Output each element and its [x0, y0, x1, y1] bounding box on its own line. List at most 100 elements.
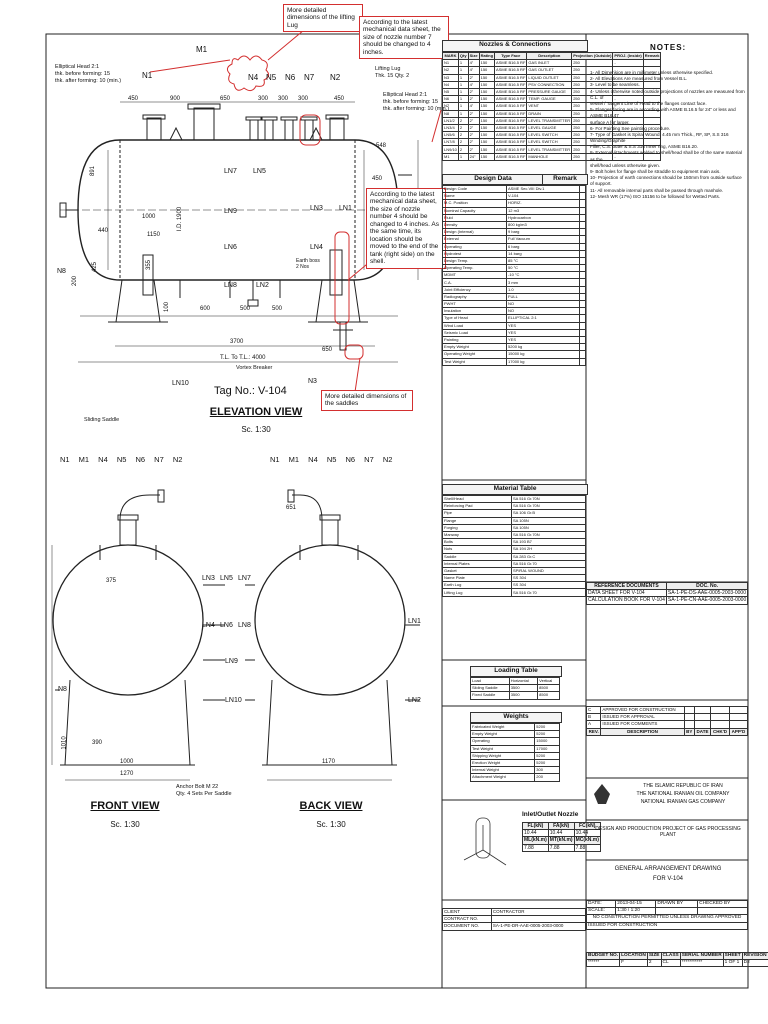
table-cell: LN5/6: [442, 131, 459, 140]
table-cell: Internal Weight: [469, 766, 536, 775]
table-cell: N8: [442, 109, 459, 118]
table-cell: Saddle: [442, 552, 512, 561]
table-cell: [642, 152, 662, 161]
front-view-scale: Sc. 1:30: [110, 820, 140, 829]
nozzle-load-sketch: [463, 817, 507, 866]
table-cell: LEVEL SWITCH: [526, 138, 573, 147]
date-label: DATE:: [585, 899, 617, 909]
table-header-cell: Remark: [642, 51, 662, 61]
table-cell: 150: [478, 116, 496, 125]
dim-500-b: 500: [272, 306, 283, 312]
table-cell: 300: [534, 766, 560, 775]
table-cell: 150: [478, 138, 496, 147]
front-label-N8: N8: [58, 686, 67, 693]
table-cell: F: [619, 959, 648, 968]
front-label-LN5: LN5: [220, 575, 233, 582]
table-cell: Hydrocarbon: [506, 213, 581, 222]
table-cell: 2: [457, 138, 469, 147]
table-cell: 2": [467, 87, 480, 97]
table-cell: 5200 kg: [506, 343, 581, 352]
table-cell: LN1/2: [442, 116, 459, 125]
nozzle-table-title: Nozzles & Connections: [442, 40, 588, 52]
table-cell: 2": [467, 95, 480, 104]
checked-by-label: CHECKED BY: [697, 899, 748, 909]
table-cell: SA 516 Gr.70N: [510, 502, 587, 511]
table-cell: 2": [467, 73, 480, 82]
nozzle-label-LN6: LN6: [224, 244, 237, 251]
table-cell: Lifting Lug: [442, 588, 512, 597]
company-line-1: THE ISLAMIC REPUBLIC OF IRAN: [643, 783, 723, 789]
table-cell: SA 194 2H: [510, 545, 587, 554]
annotation-nozzle-7: According to the latest mechanical data …: [359, 16, 449, 60]
contractor-label: CONTRACTOR: [490, 907, 587, 917]
dim-1010: 1010: [61, 736, 68, 750]
table-cell: ASME B16.5 RF: [494, 152, 528, 161]
table-cell: 1: [457, 80, 469, 89]
note-line: 5- Flanges facing are in according with …: [590, 107, 736, 119]
company-line-3: NATIONAL IRANIAN GAS COMPANY: [640, 799, 726, 805]
notes-title: NOTES:: [650, 43, 687, 52]
table-cell: 4": [467, 59, 480, 68]
table-cell: ASME B16.5 RF: [494, 131, 528, 140]
table-cell: C: [585, 705, 602, 715]
table-cell: 14 barg: [506, 249, 581, 258]
table-cell: ASME Sec.VIII Div.1: [506, 184, 581, 194]
table-cell: ASME B16.5 RF: [494, 59, 528, 68]
table-cell: 2: [457, 116, 469, 125]
inlet-outlet-title: Inlet/Outlet Nozzle: [522, 811, 579, 818]
table-cell: 150: [478, 109, 496, 118]
table-cell: [579, 328, 586, 337]
table-header-cell: DESCRIPTION: [600, 727, 685, 736]
elevation-view-title: ELEVATION VIEW: [209, 406, 303, 418]
dim-390: 390: [92, 740, 103, 746]
table-cell: Shell/Head: [442, 494, 512, 504]
design-data-title: Design Data: [442, 174, 544, 185]
table-cell: Vertical: [537, 676, 560, 686]
table-cell: LEVEL TRANSMITTER: [526, 145, 573, 154]
table-cell: 10.44: [522, 829, 549, 838]
table-cell: 6 barg: [506, 242, 581, 251]
table-cell: [579, 335, 586, 345]
front-label-LN4: LN4: [202, 622, 215, 629]
nozzle-label-LN9: LN9: [224, 208, 237, 215]
table-header-cell: DOC. No.: [665, 581, 749, 591]
head-left-note: Elliptical Head 2:1 thk. before forming:…: [55, 64, 122, 84]
table-cell: Name: [441, 192, 508, 201]
table-cell: 50 °C: [506, 264, 581, 273]
table-cell: N4: [442, 80, 459, 89]
table-cell: N1: [442, 59, 459, 68]
table-cell: ASME B16.5 RF: [494, 87, 528, 97]
design-data-row: Design Temp.85 °C: [441, 256, 586, 266]
dim-450-right: 450: [334, 96, 345, 102]
table-header-cell: SERIAL NUMBER: [679, 951, 724, 961]
table-cell: LN7/8: [442, 138, 459, 147]
table-cell: SS 304: [510, 581, 587, 590]
table-header-cell: FA(kN): [547, 821, 575, 831]
table-cell: Manway: [442, 530, 512, 540]
front-label-LN8: LN8: [238, 622, 251, 629]
table-cell: NO: [506, 307, 581, 316]
front-label-LN6: LN6: [220, 622, 233, 629]
table-header-cell: DATE: [693, 727, 712, 736]
table-cell: 150: [478, 87, 496, 97]
table-cell: SA 106 Gr.B: [510, 509, 587, 518]
front-label-LN7: LN7: [238, 575, 251, 582]
note-line: shell/head unless otherwise given.: [590, 162, 660, 168]
table-cell: Wind Load: [441, 321, 508, 330]
table-cell: ASME B16.5 RF: [494, 66, 528, 75]
table-cell: SA 193 B7: [510, 538, 587, 547]
loading-table-title: Loading Table: [470, 666, 562, 677]
